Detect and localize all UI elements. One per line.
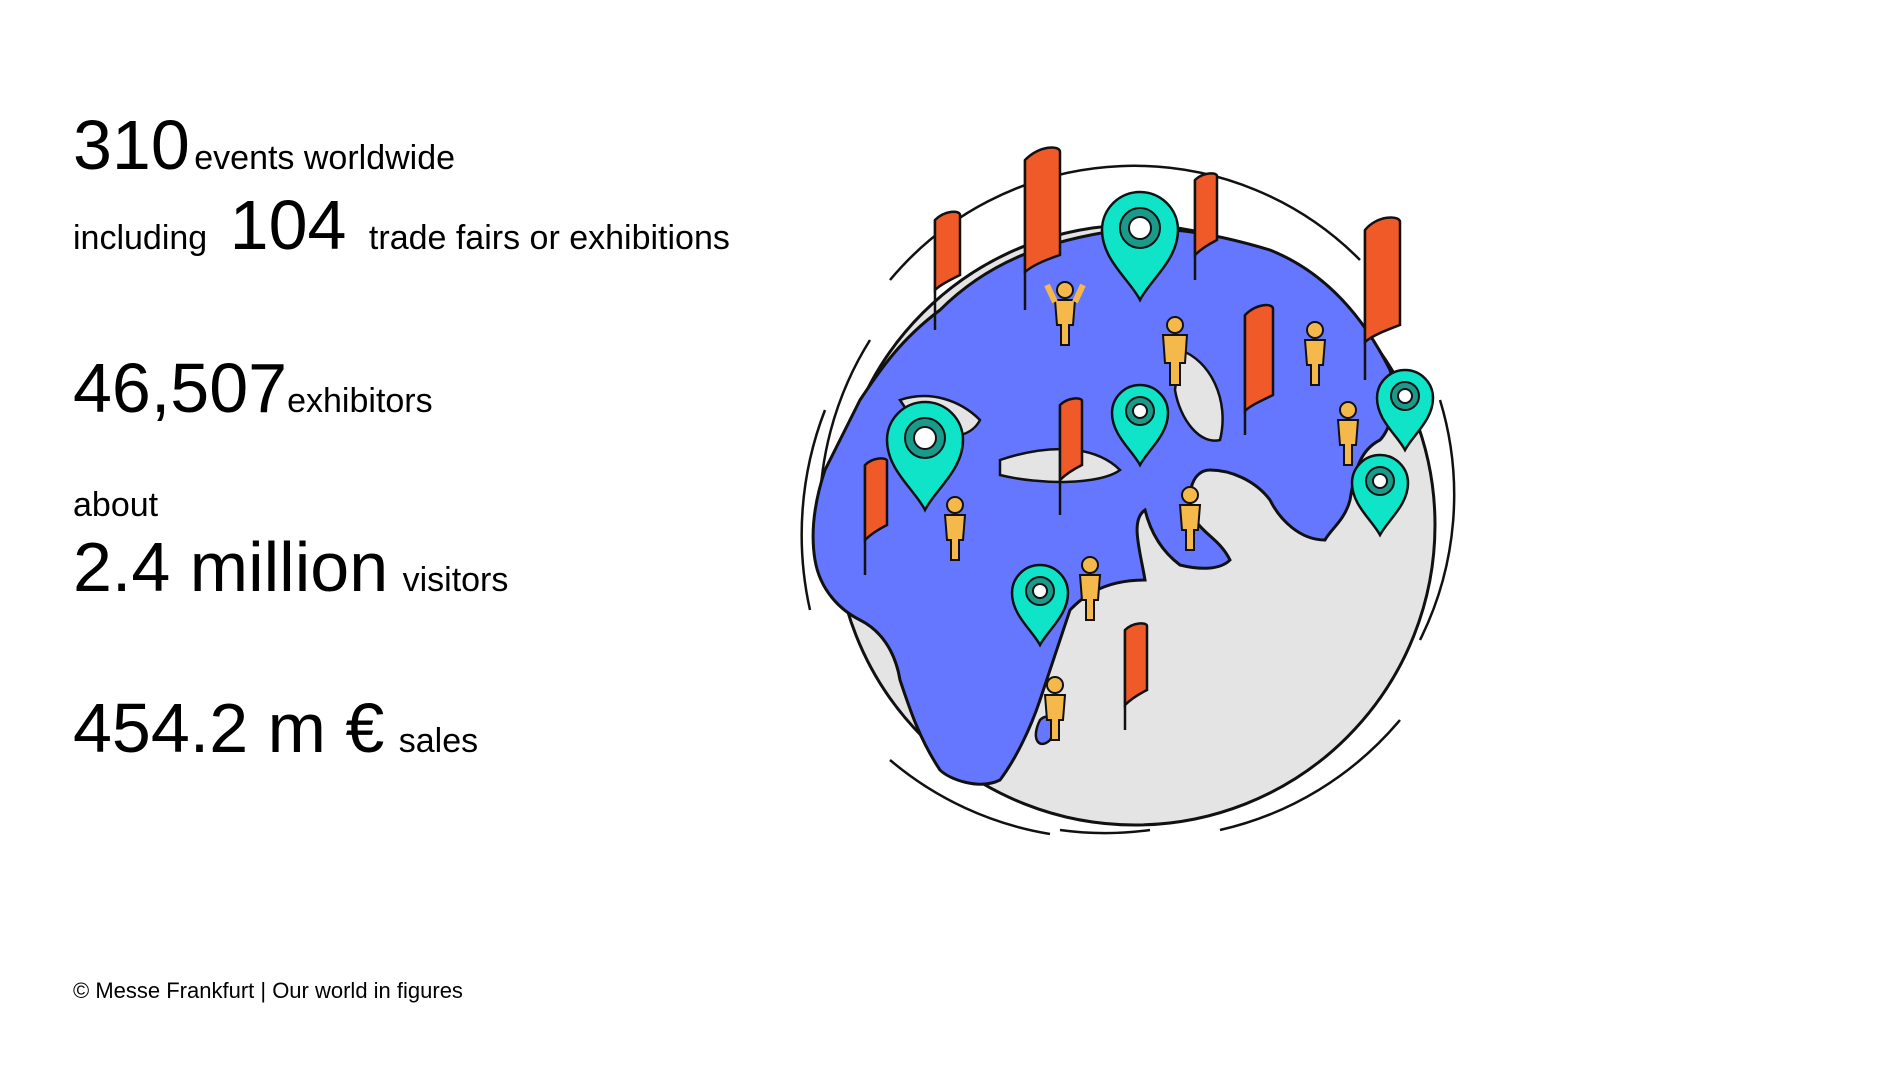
flags xyxy=(863,146,1402,730)
person-icon xyxy=(1043,676,1067,741)
location-pin-icon xyxy=(1375,368,1435,453)
sales-label: sales xyxy=(398,722,479,760)
flag-icon xyxy=(1123,622,1149,730)
flag-icon xyxy=(1243,303,1275,435)
person-icon xyxy=(1336,401,1360,466)
visitors-prefix-text: about xyxy=(73,486,159,524)
flag-icon xyxy=(1058,397,1084,515)
flag-icon xyxy=(1363,216,1402,380)
fairs-prefix: including xyxy=(73,219,208,257)
visitors-prefix: about xyxy=(73,488,158,522)
person-icon xyxy=(1161,316,1189,386)
location-pin-icon xyxy=(885,400,965,513)
visitors-value: 2.4 million xyxy=(73,528,389,606)
person-icon xyxy=(1178,486,1202,551)
exhibitors-value: 46,507 xyxy=(73,349,288,427)
flag-icon xyxy=(933,210,962,330)
fairs-label: trade fairs or exhibitions xyxy=(368,219,730,257)
person-icon xyxy=(943,496,967,561)
flag-icon xyxy=(863,457,889,575)
people xyxy=(943,281,1360,741)
pins xyxy=(885,190,1435,648)
sea-region xyxy=(1173,348,1224,442)
footer-caption: © Messe Frankfurt | Our world in figures xyxy=(73,978,463,1003)
location-pin-icon xyxy=(1010,563,1070,648)
flag-icon xyxy=(1193,172,1219,280)
events-value: 310 xyxy=(73,106,190,184)
person-icon xyxy=(1303,321,1327,386)
fairs-stat: including 104 trade fairs or exhibitions xyxy=(73,190,730,260)
location-pin-icon xyxy=(1350,453,1410,538)
visitors-stat: 2.4 million visitors xyxy=(73,532,508,602)
globe-illustration xyxy=(800,146,1456,836)
events-stat: 310 events worldwide xyxy=(73,110,455,180)
sales-stat: 454.2 m € sales xyxy=(73,693,478,763)
sales-value: 454.2 m € xyxy=(73,689,385,767)
location-pin-icon xyxy=(1110,383,1170,468)
person-icon xyxy=(1078,556,1102,621)
visitors-label: visitors xyxy=(402,561,509,599)
person-icon xyxy=(1044,281,1086,346)
exhibitors-stat: 46,507exhibitors xyxy=(73,353,433,423)
fairs-value: 104 xyxy=(229,186,347,264)
location-pin-icon xyxy=(1100,190,1180,303)
exhibitors-label: exhibitors xyxy=(287,382,433,420)
events-label: events worldwide xyxy=(194,139,456,177)
flag-icon xyxy=(1023,146,1062,310)
